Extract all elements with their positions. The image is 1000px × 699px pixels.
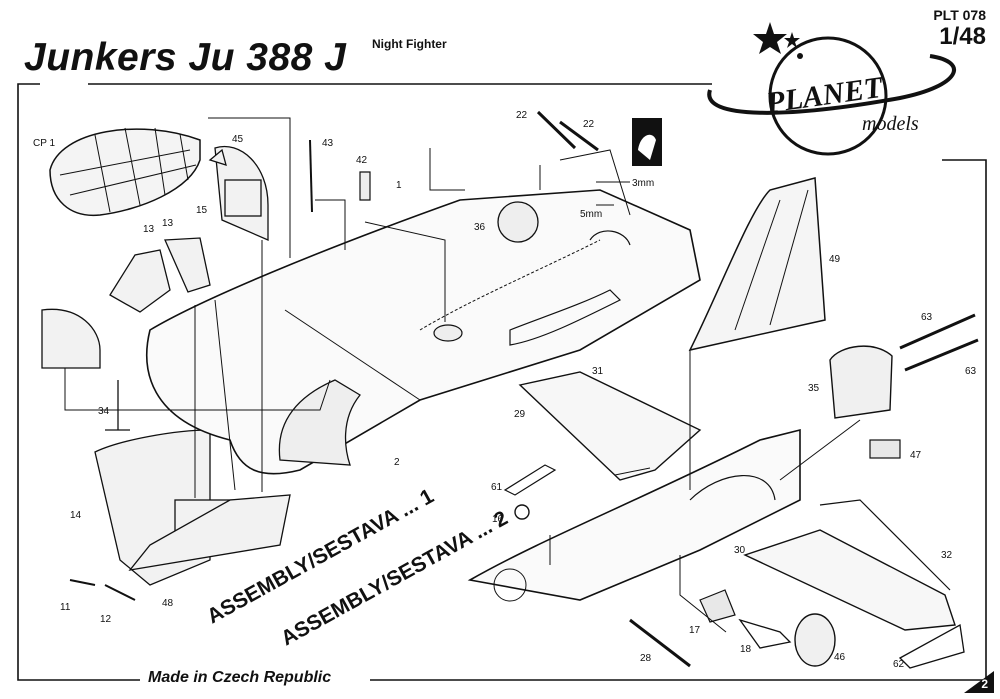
part-label: 12 (100, 614, 112, 625)
part-label: 49 (829, 254, 841, 265)
part-label: 22 (583, 119, 595, 130)
part-label: 31 (592, 366, 604, 377)
part-label: 42 (356, 155, 368, 166)
part-label: 32 (941, 550, 953, 561)
part-label: 22 (516, 110, 528, 121)
part-62 (898, 623, 965, 669)
part-label: 17 (689, 625, 701, 636)
stabilizer-left-part (518, 371, 702, 481)
glue-hand-icon (632, 118, 662, 166)
part-22a (536, 110, 599, 152)
star-icon (784, 32, 800, 48)
part-label: 28 (640, 653, 652, 664)
part-label: 35 (808, 383, 820, 394)
frame-border (17, 83, 987, 681)
planet-logo: PLANET models (707, 22, 956, 156)
part-18 (738, 618, 792, 649)
part-label: 62 (893, 659, 905, 670)
forward-fuselage (146, 189, 701, 475)
dimension-label: 3mm (632, 178, 654, 189)
page-subtitle: Night Fighter (372, 37, 447, 51)
origin-footer: Made in Czech Republic (142, 669, 338, 687)
part-label: 30 (734, 545, 746, 556)
part-labels: CP 1 45 15 13 13 43 42 1 22 22 36 49 63 … (33, 110, 977, 670)
star-dot-icon (797, 53, 803, 59)
cockpit-parts (41, 145, 291, 586)
part-label: 46 (834, 652, 846, 663)
kit-code: PLT 078 (933, 7, 986, 23)
part-label: 45 (232, 134, 244, 145)
part-label: 63 (921, 312, 933, 323)
part-label: 48 (162, 598, 174, 609)
star-icon (753, 22, 787, 54)
landing-gear-part (69, 579, 136, 601)
page-title: Junkers Ju 388 J (24, 36, 347, 79)
part-label: 61 (491, 482, 503, 493)
dimension-label: 5mm (580, 209, 602, 220)
kit-code-block: PLT 078 1/48 (933, 8, 986, 49)
leader-lines (64, 117, 861, 633)
part-label: 13 (143, 224, 155, 235)
part-label: 36 (474, 222, 486, 233)
part-label: 13 (162, 218, 174, 229)
canopy-part (49, 127, 201, 217)
part-28 (629, 618, 691, 668)
part-label: 14 (70, 510, 82, 521)
logo-tagline: models (862, 113, 919, 135)
part-label: 1 (396, 180, 402, 191)
part-43 (309, 139, 313, 213)
part-label: 43 (322, 138, 334, 149)
part-42 (359, 171, 371, 201)
part-label: 47 (910, 450, 922, 461)
part-label: 63 (965, 366, 977, 377)
part-label: 2 (394, 457, 400, 468)
wheel-part-46 (794, 613, 836, 667)
part-label: 18 (740, 644, 752, 655)
stabilizer-right-part (743, 529, 956, 631)
part-label: 34 (98, 406, 110, 417)
kit-scale: 1/48 (939, 23, 986, 50)
tail-gun-part (899, 313, 979, 372)
part-47 (869, 439, 901, 459)
part-label: 16 (492, 514, 504, 525)
part-16 (514, 504, 530, 520)
part-label: 15 (196, 205, 208, 216)
tail-cone-part (829, 345, 893, 419)
part-label: CP 1 (33, 138, 55, 149)
page-number: 2 (981, 677, 988, 691)
rear-fuselage (467, 428, 801, 602)
part-label: 29 (514, 409, 526, 420)
part-label: 11 (60, 602, 71, 613)
part-17 (699, 589, 736, 623)
part-36 (497, 201, 539, 243)
part-61 (503, 464, 557, 496)
dimension-callout: 3mm 5mm (580, 178, 654, 220)
